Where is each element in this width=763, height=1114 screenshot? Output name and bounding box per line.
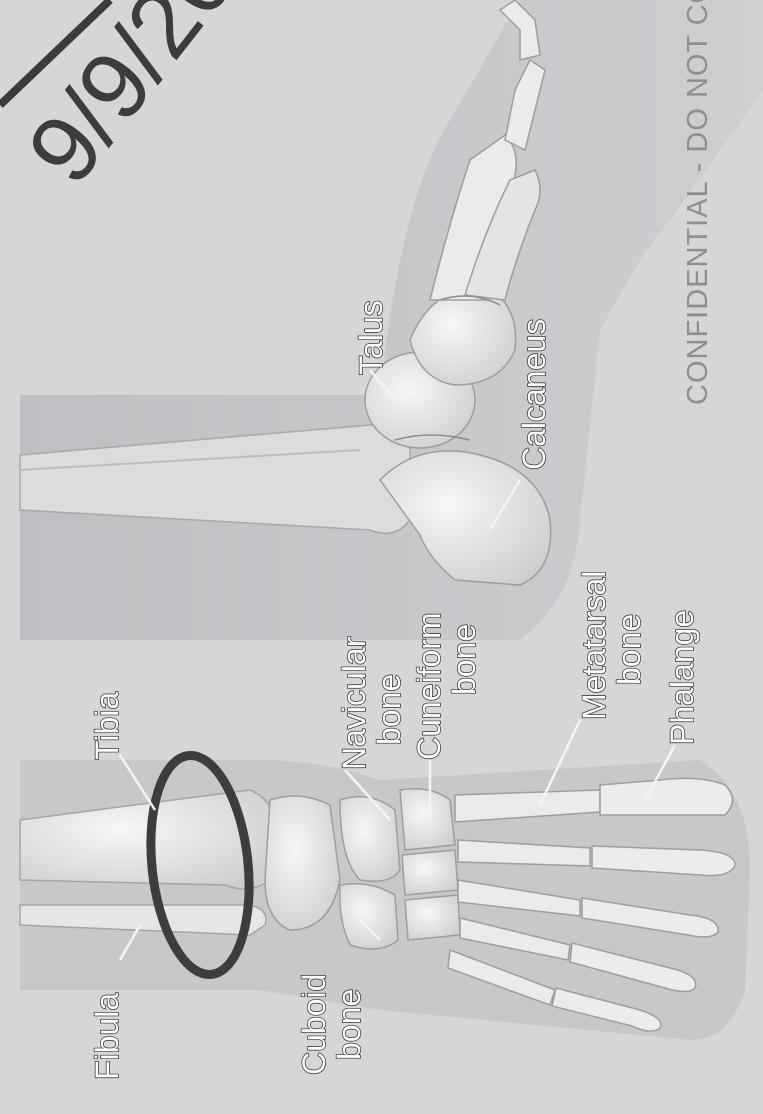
label-metatarsal-line1: Metatarsal (576, 571, 612, 720)
cuboid-bone (340, 884, 398, 949)
phalange-bone (600, 778, 733, 815)
label-metatarsal-line2: bone (611, 614, 647, 685)
confidential-watermark: CONFIDENTIAL - DO NOT COP (682, 0, 714, 405)
cuneiform-bone (400, 789, 455, 850)
label-phalange: Phalange (664, 610, 700, 745)
label-talus: Talus (353, 300, 389, 375)
label-navicular-line2: bone (371, 674, 407, 745)
label-cuneiform-line2: bone (446, 624, 482, 695)
label-cuboid-line1: Cuboid (296, 974, 332, 1075)
label-cuneiform-line1: Cuneiform (411, 612, 447, 760)
label-tibia: Tibia (89, 692, 125, 760)
label-cuboid-line2: bone (331, 989, 367, 1060)
talus-dorsal (265, 796, 340, 930)
label-calcaneus: Calcaneus (516, 319, 552, 470)
label-fibula: Fibula (89, 993, 125, 1080)
label-navicular-line1: Navicular (336, 636, 372, 770)
